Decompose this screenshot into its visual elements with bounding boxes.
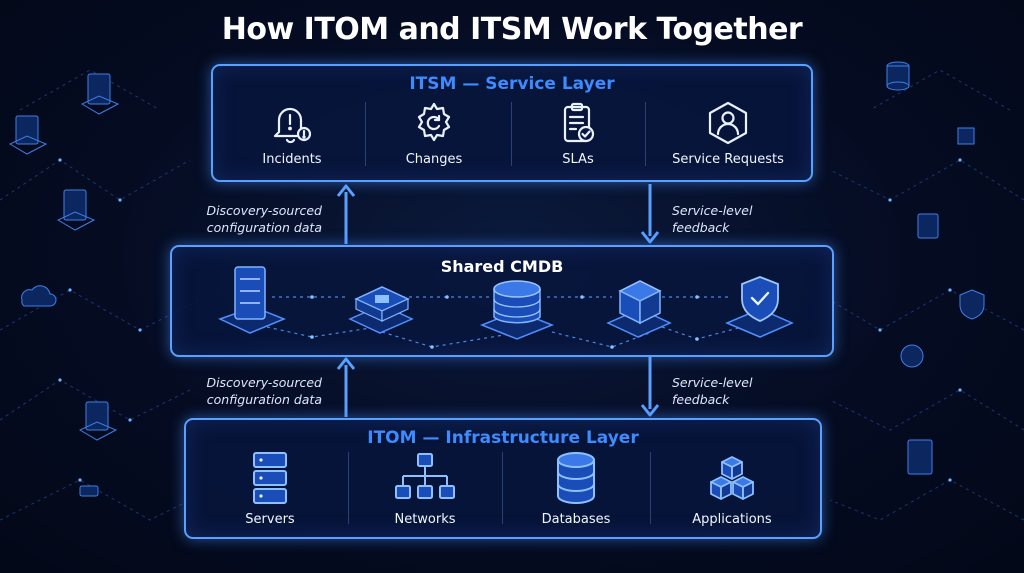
itsm-panel: ITSM — Service Layer Incidents Changes	[211, 64, 813, 182]
gear-cycle-icon	[417, 102, 451, 142]
bg-cloud-icon	[21, 285, 57, 307]
flow-note-down: Service-level feedback	[672, 374, 802, 408]
itsm-item-label: Changes	[405, 152, 463, 167]
itsm-item-incidents[interactable]: Incidents	[233, 100, 351, 167]
itom-item-label: Networks	[394, 512, 456, 527]
itsm-divider	[365, 102, 366, 166]
itom-divider	[502, 452, 503, 524]
itom-panel-title: ITOM — Infrastructure Layer	[367, 428, 639, 448]
clipboard-check-icon	[563, 102, 595, 143]
itom-panel: ITOM — Infrastructure Layer Servers Netw…	[184, 418, 822, 539]
itom-item-label: Servers	[245, 512, 295, 527]
cmdb-graph	[218, 266, 794, 349]
flow-note-line: Discovery-sourced	[206, 203, 322, 218]
arrow-down-icon	[640, 357, 660, 417]
flow-note-up: Discovery-sourced configuration data	[200, 374, 322, 408]
bell-alert-icon	[273, 107, 312, 144]
network-switch-icon	[348, 286, 414, 334]
itom-item-networks[interactable]: Networks	[358, 450, 492, 527]
flow-note-line: Service-level	[672, 375, 753, 390]
cmdb-panel: Shared CMDB	[170, 245, 834, 357]
arrow-down-icon	[640, 184, 660, 244]
itom-item-servers[interactable]: Servers	[206, 450, 334, 527]
itom-item-label: Applications	[692, 512, 772, 527]
bg-right-tiles-icon	[886, 61, 985, 475]
flow-note-line: Service-level	[672, 203, 753, 218]
itsm-item-label: Service Requests	[672, 152, 784, 167]
itsm-item-label: SLAs	[562, 152, 594, 167]
itom-item-applications[interactable]: Applications	[658, 450, 806, 527]
itom-item-databases[interactable]: Databases	[512, 450, 640, 527]
flow-note-line: feedback	[672, 392, 730, 407]
cube-icon	[606, 280, 672, 338]
flow-note-up: Discovery-sourced configuration data	[200, 202, 322, 236]
itsm-divider	[645, 102, 646, 166]
network-tree-icon	[395, 453, 455, 499]
cubes-icon	[710, 456, 754, 500]
flow-note-line: feedback	[672, 220, 730, 235]
itsm-panel-title: ITSM — Service Layer	[409, 74, 615, 94]
arrow-up-icon	[336, 184, 356, 244]
itsm-divider	[511, 102, 512, 166]
flow-note-down: Service-level feedback	[672, 202, 802, 236]
database-icon	[557, 452, 595, 504]
arrow-up-icon	[336, 357, 356, 417]
database-icon	[479, 280, 555, 340]
cmdb-panel-title: Shared CMDB	[440, 257, 564, 276]
shield-check-icon	[725, 276, 794, 338]
bg-server-tile-icon	[8, 73, 120, 497]
flow-note-line: configuration data	[206, 220, 322, 235]
itsm-item-slas[interactable]: SLAs	[521, 100, 635, 167]
itsm-item-changes[interactable]: Changes	[375, 100, 493, 167]
server-stack-icon	[253, 452, 287, 504]
itom-divider	[650, 452, 651, 524]
itom-item-label: Databases	[541, 512, 611, 527]
itsm-item-label: Incidents	[262, 152, 322, 167]
user-hexagon-icon	[708, 101, 748, 145]
server-icon	[218, 266, 286, 334]
page-title: How ITOM and ITSM Work Together	[221, 12, 803, 47]
flow-note-line: configuration data	[206, 392, 322, 407]
itom-divider	[348, 452, 349, 524]
flow-note-line: Discovery-sourced	[206, 375, 322, 390]
itsm-item-service-requests[interactable]: Service Requests	[653, 100, 803, 167]
